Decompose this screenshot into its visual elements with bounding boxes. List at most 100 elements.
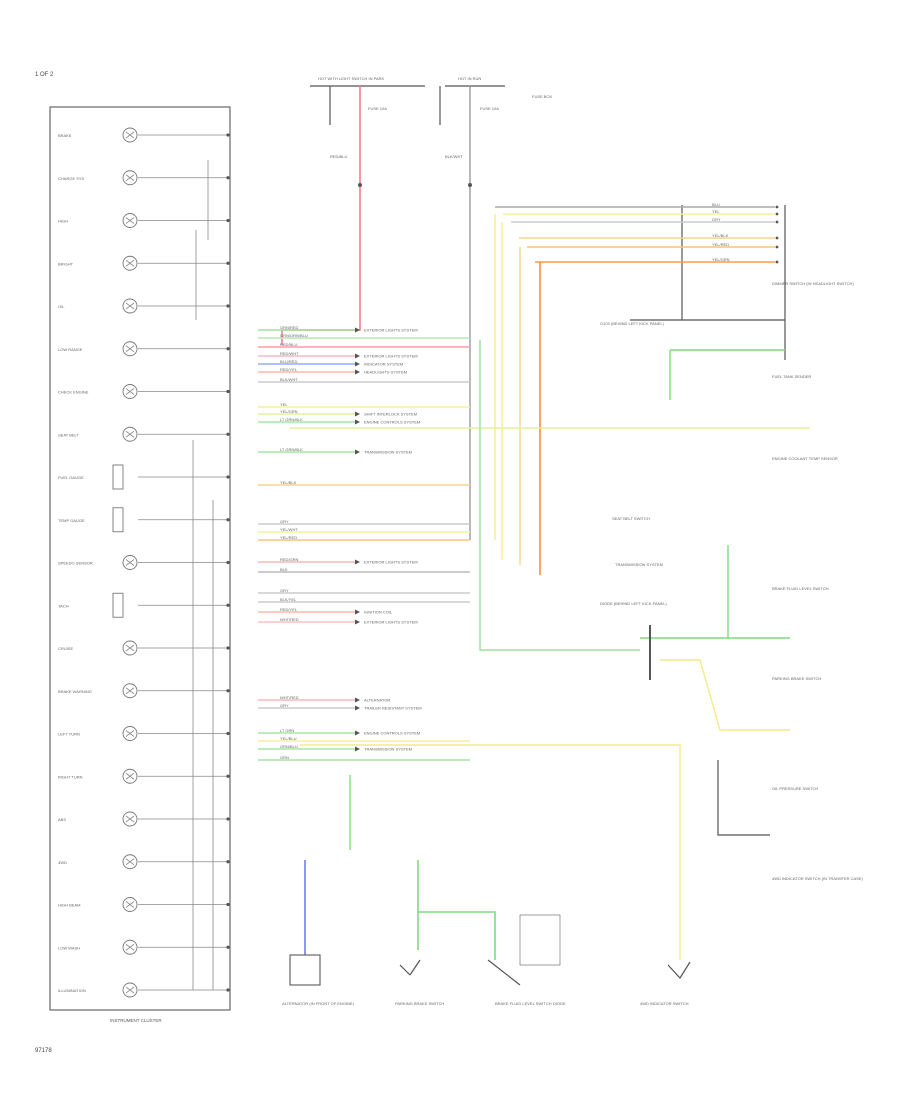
connector-arrow-8 — [355, 411, 360, 417]
right-component-3: ENGINE COOLANT TEMP SENSOR — [772, 456, 838, 461]
connector-wire-color-5: RED/YEL — [280, 367, 298, 372]
power-feeds: HOT WITH LIGHT SWITCH IN PARK HOT IN RUN… — [281, 76, 553, 540]
right-component-0: DIMMER SWITCH (IN HEADLIGHT SWITCH) — [772, 281, 854, 286]
gauge-pin-11 — [226, 603, 230, 607]
gauge-filament-0 — [125, 131, 135, 139]
right-component-2: FUEL TANK SENDER — [772, 374, 811, 379]
wire-seatbelt — [300, 744, 681, 960]
gauge-label-2: HIGH — [58, 219, 68, 224]
connector-dest-8: SHIFT INTERLOCK SYSTEM — [364, 412, 417, 417]
gauge-label-8: FUEL GAUGE — [58, 475, 84, 480]
gauge-label-11: TACH — [58, 603, 69, 608]
gauge-filament-2 — [125, 217, 135, 224]
connector-wire-16: BLK — [258, 567, 470, 573]
connector-wire-color-18: BLK/YEL — [280, 597, 297, 602]
right-feed-wire-label: BLK/WHT — [445, 154, 463, 159]
connector-arrow-20 — [355, 619, 360, 625]
page-indicator: 1 OF 2 — [35, 72, 54, 78]
gauge-14: LEFT TURN — [58, 726, 230, 741]
gauge-label-0: BRAKE — [58, 133, 72, 138]
gauge-filament-5 — [125, 345, 135, 353]
gauge-pin-1 — [226, 176, 230, 180]
dimmer-wire-0: BLU — [495, 202, 779, 209]
connector-wire-color-16: BLK — [280, 567, 288, 572]
gauge-label-12: CRUISE — [58, 646, 73, 651]
wire-yellow-drop — [494, 214, 503, 560]
gauge-20: ILLUMINATION — [58, 982, 230, 998]
connector-wire-color-23: LT GRN — [280, 728, 294, 733]
gauge-label-3: BRIGHT — [58, 261, 74, 266]
connector-wire-1: GRN/ORN/BLU — [258, 333, 470, 339]
wire-red-feed — [281, 86, 361, 345]
gauge-label-9: TEMP GAUGE — [58, 518, 85, 523]
connector-wire-color-2: RED/BLU — [280, 342, 297, 347]
dimmer-wire-pin-4 — [775, 245, 779, 249]
dimmer-wire-pin-3 — [775, 236, 779, 240]
dimmer-wire-color-3: YEL/BLK — [712, 233, 729, 238]
gauge-label-16: ABS — [58, 817, 66, 822]
gauge-label-19: LOW WASH — [58, 945, 80, 950]
connector-wire-color-24: YEL/BLU — [280, 736, 297, 741]
connector-dest-5: HEADLIGHTS SYSTEM — [364, 370, 407, 375]
gauge-pin-3 — [226, 261, 230, 265]
gauge-pin-18 — [226, 902, 230, 907]
dimmer-wire-4: YEL/RED — [527, 242, 779, 249]
gauge-pin-17 — [226, 860, 230, 864]
gauge-label-18: HIGH BEAM — [58, 903, 80, 908]
gauge-filament-16 — [125, 815, 135, 823]
connector-arrow-0 — [355, 327, 360, 333]
fuse-left-label: FUSE 10A — [368, 106, 387, 111]
gauge-label-1: CHARGE SYS — [58, 176, 85, 181]
gauge-filament-3 — [125, 259, 135, 267]
gauge-pin-9 — [226, 518, 230, 522]
gauge-8: FUEL GAUGE — [58, 464, 230, 490]
gauge-filament-20 — [125, 986, 135, 994]
connector-wire-color-19: RED/YEL — [280, 607, 298, 612]
gauge-9: TEMP GAUGE — [58, 507, 230, 533]
gauge-filament-13 — [125, 687, 135, 695]
wire-green-loop — [479, 340, 640, 651]
dimmer-wire-pin-0 — [775, 205, 779, 209]
connector-arrow-19 — [355, 609, 360, 615]
connector-wire-color-22: GRY — [280, 703, 289, 708]
bottom-component-1: PARKING BRAKE SWITCH — [395, 1001, 444, 1006]
connector-wire-color-3: RED/WHT — [280, 351, 299, 356]
connector-wire-2: RED/BLU — [258, 342, 470, 348]
connector-wire-color-14: YEL/RED — [280, 535, 297, 540]
gauge-filament-12 — [125, 644, 135, 652]
diode-box — [519, 914, 561, 966]
bottom-component-3: DIODE — [553, 1001, 566, 1006]
power-right-title: HOT IN RUN — [458, 76, 481, 81]
connector-wire-12: GRY — [258, 519, 470, 525]
bottom-components: ALTERNATOR (IN FRONT OF ENGINE)PARKING B… — [282, 1001, 689, 1006]
connector-arrow-15 — [355, 559, 360, 565]
gauge-filament-4 — [125, 302, 135, 310]
connector-dest-10: TRANSMISSION SYSTEM — [364, 450, 412, 455]
gauge-17: 4WD — [58, 854, 230, 870]
gauge-12: CRUISE — [58, 640, 230, 656]
dimmer-wire-3: YEL/BLK — [519, 233, 779, 240]
connector-wire-color-6: BLK/WHT — [280, 377, 298, 382]
gauge-filament-1 — [125, 174, 135, 182]
wire-fuel-sender — [669, 349, 785, 400]
connector-dest-4: INDICATOR SYSTEM — [364, 362, 403, 367]
gauge-filament-18 — [125, 901, 135, 908]
gauge-pin-5 — [226, 347, 230, 351]
gauge-6: CHECK ENGINE — [58, 384, 230, 399]
bottom-section: ALTERNATOR (IN FRONT OF ENGINE)PARKING B… — [282, 775, 691, 1006]
connector-wire-color-11: YEL/BLK — [280, 480, 297, 485]
connector-arrow-25 — [355, 746, 360, 752]
dimmer-wire-color-4: YEL/RED — [712, 242, 729, 247]
gauge-label-10: SPEEDO SENSOR — [58, 561, 93, 566]
connector-wire-color-4: BLU/RED — [280, 359, 297, 364]
dimmer-wire-color-1: YEL — [712, 209, 720, 214]
